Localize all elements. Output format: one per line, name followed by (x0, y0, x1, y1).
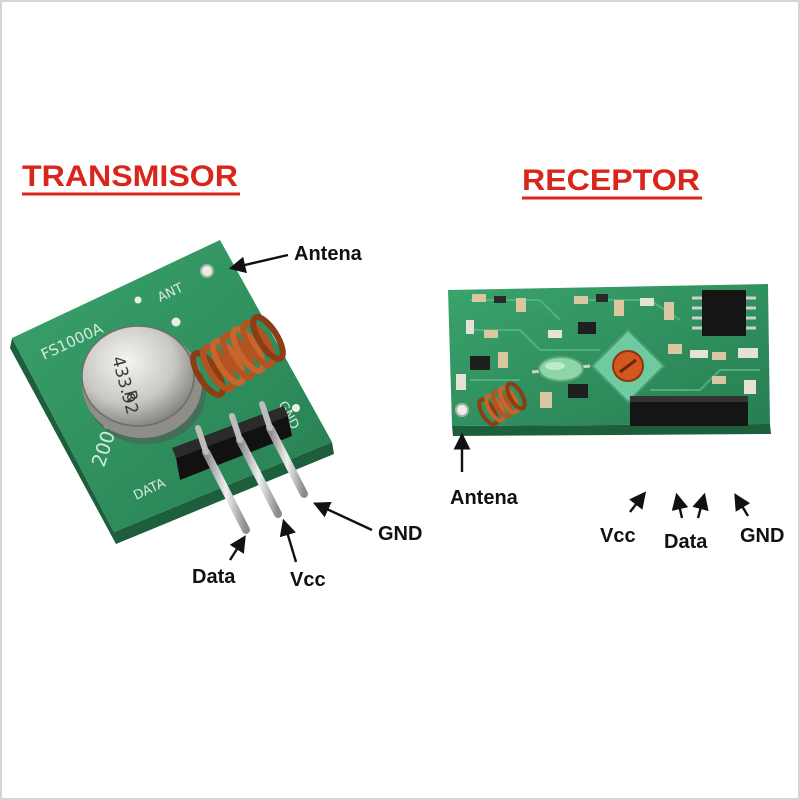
receiver-antenna-pad (455, 403, 469, 417)
arrow-icon (629, 491, 647, 513)
receiver-coil (477, 381, 527, 427)
transmitter-board-edge (10, 338, 334, 544)
receiver-board-edge (452, 424, 771, 436)
receiver-label-antenna: Antena (450, 487, 519, 509)
arrow-icon (228, 535, 246, 561)
transmitter-label-antenna: Antena (294, 243, 363, 265)
board-hole (134, 296, 142, 304)
receiver-potentiometer (590, 328, 666, 404)
transmitter-module: FS1000A ANT 2008-8 DATA GND 433.92 R (10, 240, 334, 544)
receiver-label-vcc: Vcc (600, 525, 636, 547)
receiver-title: RECEPTOR (522, 164, 700, 197)
receiver-title-group: RECEPTOR (522, 164, 702, 200)
receiver-green-inductor (531, 356, 591, 382)
arrow-icon (312, 502, 373, 532)
transmitter-label-data: Data (192, 566, 236, 588)
arrow-icon (671, 492, 689, 519)
antenna-pad-hole (200, 264, 214, 278)
receiver-label-gnd: GND (740, 525, 784, 547)
transmitter-pin-data (202, 448, 250, 534)
board-hole (171, 317, 181, 327)
transmitter-pin-header-side (176, 416, 292, 480)
transmitter-pin-top (259, 401, 273, 431)
receiver-module (448, 284, 771, 492)
transmitter-title-group: TRANSMISOR (22, 160, 240, 196)
saw-can (81, 325, 195, 427)
receiver-smd-components (456, 294, 758, 408)
receiver-pin-header-top (630, 396, 748, 402)
transmitter-label-vcc: Vcc (290, 569, 326, 591)
receiver-callouts: Antena Vcc Data GND (450, 432, 784, 553)
transmitter-pin-vcc (236, 436, 282, 518)
transmitter-label-gnd: GND (378, 523, 422, 545)
arrow-icon (279, 518, 298, 563)
saw-can-mark: R (119, 388, 141, 405)
receiver-ic (692, 290, 756, 336)
transmitter-callouts: Antena GND Data Vcc (192, 243, 422, 591)
transmitter-title: TRANSMISOR (22, 160, 238, 193)
transmitter-pin-top (195, 425, 209, 455)
arrow-icon (692, 492, 709, 519)
arrow-icon (228, 253, 289, 274)
receiver-label-data: Data (664, 531, 708, 553)
transmitter-pin-gnd (266, 424, 308, 498)
board-hole (292, 404, 300, 412)
arrow-icon (734, 493, 751, 517)
transmitter-coil (190, 314, 286, 398)
transmitter-pin-top (229, 413, 243, 443)
